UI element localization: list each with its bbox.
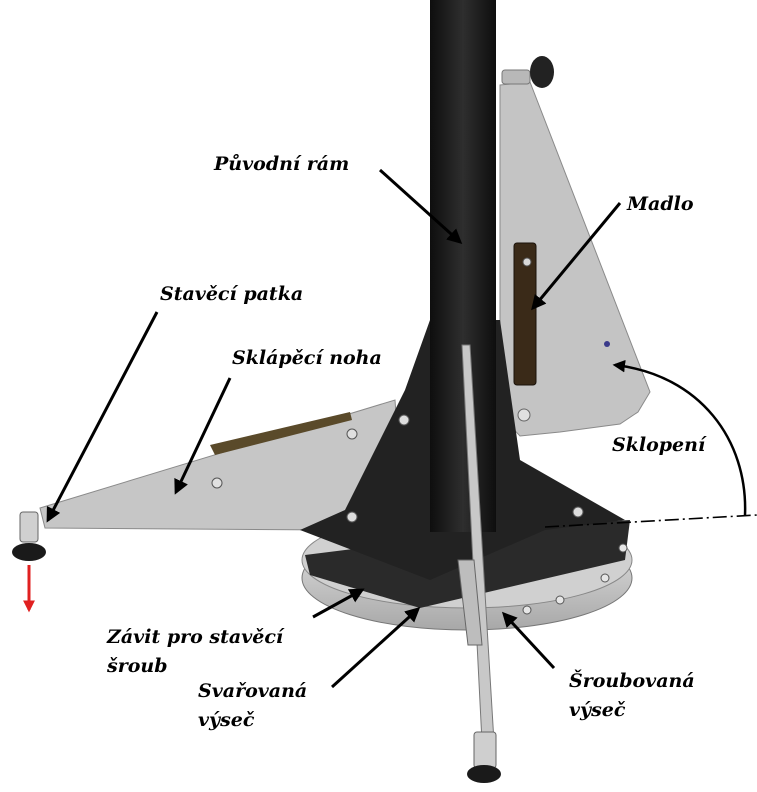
leader-sklapeci-noha	[174, 377, 232, 495]
leader-puvodni-ram	[378, 168, 463, 245]
label-sroubovana-line1: Šroubovaná	[569, 669, 695, 692]
label-sklapeci-noha: Sklápěcí noha	[232, 347, 382, 369]
leader-svarovana	[330, 606, 421, 689]
madlo-plate	[499, 56, 651, 437]
label-zavit-line1: Závit pro stavěcí	[106, 626, 285, 648]
leader-sroubovana	[501, 611, 556, 670]
stavecí-patka-foot	[12, 511, 46, 561]
leader-zavit	[312, 588, 365, 619]
label-sroubovana-line2: výseč	[569, 699, 626, 721]
label-zavit-line2: šroub	[106, 655, 167, 677]
label-svarovana-line2: výseč	[198, 709, 255, 731]
sklopeni-arc	[612, 359, 747, 516]
label-stavecí-patka: Stavěcí patka	[160, 283, 303, 305]
puvodni-ram-pole	[430, 0, 496, 532]
knob-icon	[501, 56, 554, 88]
label-madlo: Madlo	[626, 193, 694, 215]
label-puvodni-ram: Původní rám	[213, 153, 349, 175]
front-leg	[457, 344, 501, 783]
leader-madlo	[531, 202, 622, 311]
leader-stavecí-patka	[46, 311, 159, 523]
label-svarovana-line1: Svařovaná	[198, 680, 307, 702]
fold-reference-line	[544, 514, 757, 528]
label-sklopeni: Sklopení	[612, 434, 707, 456]
